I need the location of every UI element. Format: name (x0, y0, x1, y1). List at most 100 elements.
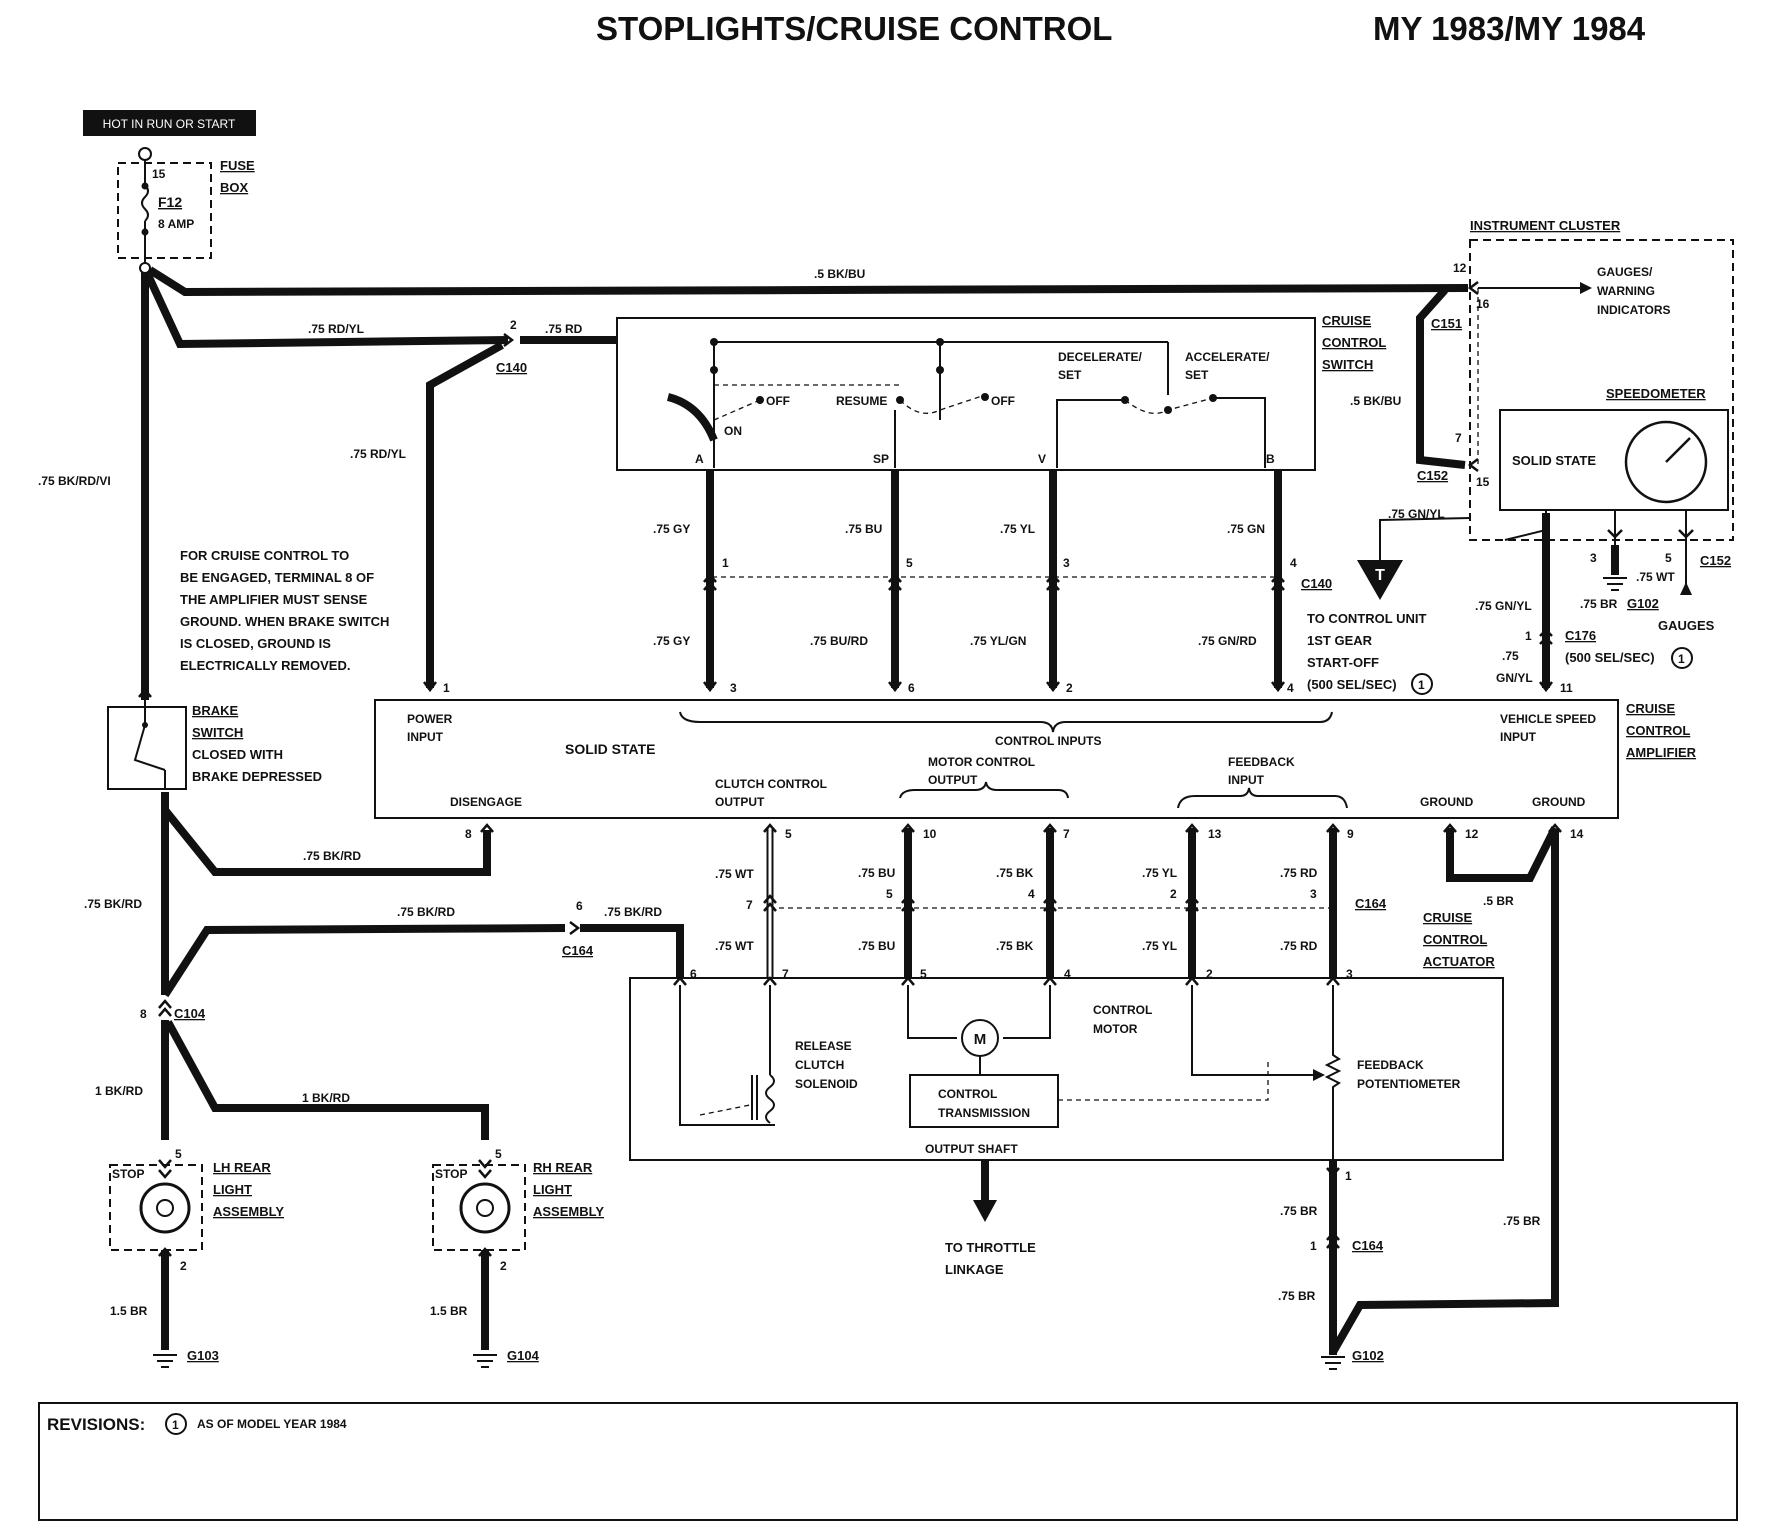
svg-text:GAUGES: GAUGES (1658, 618, 1715, 633)
svg-text:5: 5 (886, 887, 893, 901)
svg-text:AS OF MODEL YEAR 1984: AS OF MODEL YEAR 1984 (197, 1417, 347, 1431)
svg-text:2: 2 (1066, 681, 1073, 695)
svg-text:C164: C164 (562, 943, 594, 958)
svg-text:.75 GN: .75 GN (1227, 522, 1265, 536)
svg-text:2: 2 (500, 1259, 507, 1273)
revisions-box: REVISIONS: 1 AS OF MODEL YEAR 1984 (38, 1402, 1738, 1521)
svg-text:7: 7 (1455, 431, 1462, 445)
svg-text:.75 YL: .75 YL (1000, 522, 1035, 536)
svg-text:C140: C140 (1301, 576, 1332, 591)
svg-text:CLOSED WITH: CLOSED WITH (192, 747, 283, 762)
svg-text:.75 BK/RD/VI: .75 BK/RD/VI (38, 474, 111, 488)
svg-text:STOP: STOP (435, 1167, 467, 1181)
svg-text:1 BK/RD: 1 BK/RD (95, 1084, 143, 1098)
svg-text:C164: C164 (1355, 896, 1387, 911)
svg-text:CONTROL: CONTROL (1322, 335, 1386, 350)
svg-text:.75 BK/RD: .75 BK/RD (397, 905, 455, 919)
svg-text:FOR CRUISE CONTROL TO: FOR CRUISE CONTROL TO (180, 548, 349, 563)
svg-text:.75 RD/YL: .75 RD/YL (350, 447, 406, 461)
svg-text:G104: G104 (507, 1348, 540, 1363)
svg-text:TO THROTTLE: TO THROTTLE (945, 1240, 1036, 1255)
svg-text:.75 WT: .75 WT (1636, 570, 1675, 584)
svg-text:.75 WT: .75 WT (715, 939, 754, 953)
svg-text:CRUISE: CRUISE (1423, 910, 1472, 925)
svg-text:LH REAR: LH REAR (213, 1160, 271, 1175)
svg-text:1: 1 (1418, 678, 1425, 692)
svg-text:FEEDBACK: FEEDBACK (1228, 755, 1295, 769)
svg-text:INPUT: INPUT (407, 730, 444, 744)
svg-text:.75 GN/YL: .75 GN/YL (1388, 507, 1445, 521)
svg-text:BE ENGAGED, TERMINAL 8 OF: BE ENGAGED, TERMINAL 8 OF (180, 570, 374, 585)
td-control-unit: T TO CONTROL UNIT 1ST GEAR START-OFF (50… (1307, 517, 1471, 695)
svg-text:.75 GY: .75 GY (653, 522, 690, 536)
diagram-title: STOPLIGHTS/CRUISE CONTROL (596, 10, 1112, 47)
svg-text:1: 1 (1678, 652, 1685, 666)
svg-text:3: 3 (1590, 551, 1597, 565)
svg-text:POWER: POWER (407, 712, 453, 726)
svg-text:BRAKE DEPRESSED: BRAKE DEPRESSED (192, 769, 322, 784)
svg-text:4: 4 (1028, 887, 1035, 901)
bulb-icon (139, 1182, 191, 1234)
svg-text:POTENTIOMETER: POTENTIOMETER (1357, 1077, 1461, 1091)
svg-text:SOLID STATE: SOLID STATE (1512, 453, 1596, 468)
brake-switch: BRAKE SWITCH CLOSED WITH BRAKE DEPRESSED (107, 700, 322, 790)
connector-labels: C140 C140 C176 (500 SEL/SEC) 1 C104 C164… (174, 360, 1693, 1253)
svg-text:M: M (974, 1031, 987, 1048)
svg-text:.75 BK/RD: .75 BK/RD (84, 897, 142, 911)
svg-text:.75 YL: .75 YL (1142, 866, 1177, 880)
svg-text:8: 8 (465, 827, 472, 841)
svg-text:CLUTCH: CLUTCH (795, 1058, 844, 1072)
svg-text:OUTPUT: OUTPUT (715, 795, 765, 809)
svg-text:C104: C104 (174, 1006, 206, 1021)
svg-text:1ST GEAR: 1ST GEAR (1307, 633, 1373, 648)
svg-text:CONTROL: CONTROL (1626, 723, 1690, 738)
svg-text:C152: C152 (1417, 468, 1448, 483)
svg-text:GROUND: GROUND (1420, 795, 1474, 809)
svg-text:GN/YL: GN/YL (1496, 671, 1533, 685)
svg-text:.75 RD/YL: .75 RD/YL (308, 322, 364, 336)
svg-text:2: 2 (1206, 967, 1213, 981)
svg-text:FUSE: FUSE (220, 158, 255, 173)
fuse-box: 15 F12 8 AMP FUSE BOX (117, 147, 255, 274)
svg-text:1: 1 (1525, 629, 1532, 643)
svg-text:OUTPUT: OUTPUT (928, 773, 978, 787)
svg-text:REVISIONS:: REVISIONS: (47, 1415, 145, 1434)
svg-text:.75 RD: .75 RD (545, 322, 583, 336)
svg-text:CLUTCH CONTROL: CLUTCH CONTROL (715, 777, 827, 791)
svg-text:A: A (695, 452, 704, 466)
svg-text:SET: SET (1185, 368, 1209, 382)
svg-text:C176: C176 (1565, 628, 1596, 643)
svg-text:BOX: BOX (220, 180, 249, 195)
model-years: MY 1983/MY 1984 (1373, 10, 1646, 47)
svg-text:INDICATORS: INDICATORS (1597, 303, 1671, 317)
svg-text:.75 WT: .75 WT (715, 867, 754, 881)
cruise-control-switch: CRUISE CONTROL SWITCH OFF ON RESUME OFF … (616, 313, 1386, 471)
svg-text:OFF: OFF (766, 394, 790, 408)
svg-text:ACTUATOR: ACTUATOR (1423, 954, 1495, 969)
svg-text:HOT IN RUN OR START: HOT IN RUN OR START (103, 117, 236, 131)
svg-text:.75 BU: .75 BU (845, 522, 882, 536)
svg-text:ACCELERATE/: ACCELERATE/ (1185, 350, 1270, 364)
svg-text:SP: SP (873, 452, 889, 466)
lh-rear-light: STOP LH REAR LIGHT ASSEMBLY (109, 1160, 284, 1251)
svg-text:B: B (1266, 452, 1275, 466)
svg-text:TO CONTROL UNIT: TO CONTROL UNIT (1307, 611, 1426, 626)
svg-text:3: 3 (1310, 887, 1317, 901)
svg-text:DISENGAGE: DISENGAGE (450, 795, 522, 809)
svg-text:.75 BK/RD: .75 BK/RD (303, 849, 361, 863)
ground-icon (1603, 577, 1627, 591)
svg-text:15: 15 (1476, 475, 1490, 489)
svg-text:1.5 BR: 1.5 BR (430, 1304, 468, 1318)
svg-text:4: 4 (1287, 681, 1294, 695)
svg-text:CRUISE: CRUISE (1626, 701, 1675, 716)
ground-g104: G104 (473, 1348, 540, 1368)
svg-text:BRAKE: BRAKE (192, 703, 239, 718)
svg-text:C140: C140 (496, 360, 527, 375)
rh-rear-light: STOP RH REAR LIGHT ASSEMBLY (432, 1160, 604, 1251)
svg-text:.5 BK/BU: .5 BK/BU (814, 267, 865, 281)
cruise-control-actuator: CRUISE CONTROL ACTUATOR RELEASE CLUTCH S… (629, 910, 1504, 1277)
wire-labels: .5 BK/BU .75 RD/YL .75 RD .75 RD/YL .75 … (38, 267, 1541, 1318)
svg-text:1.5 BR: 1.5 BR (110, 1304, 148, 1318)
svg-text:RH REAR: RH REAR (533, 1160, 593, 1175)
